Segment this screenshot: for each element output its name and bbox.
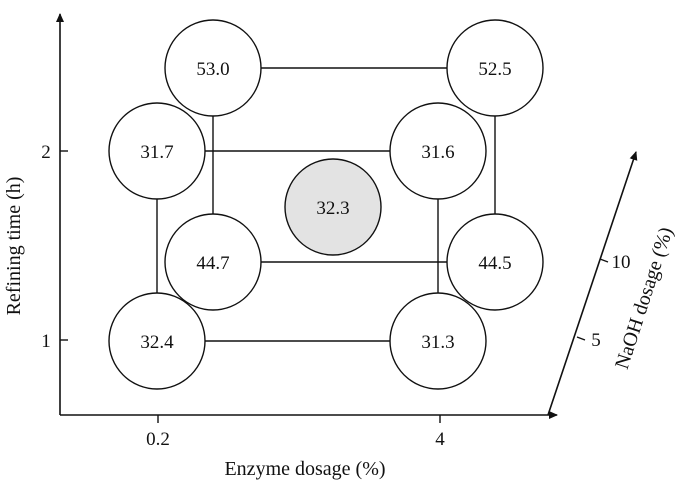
design-node: 31.6 xyxy=(389,102,487,200)
node-value: 31.3 xyxy=(421,332,454,353)
node-circle xyxy=(446,213,544,311)
node-circle xyxy=(108,292,206,390)
node-value: 44.5 xyxy=(478,253,511,274)
z-tick-mark xyxy=(576,336,586,341)
center-node-circle xyxy=(284,158,382,256)
design-node: 44.7 xyxy=(164,213,262,311)
y-tick-label: 1 xyxy=(41,331,51,352)
z-tick-label: 5 xyxy=(591,330,601,351)
design-node: 31.7 xyxy=(108,102,206,200)
z-axis-title: NaOH dosage (%) xyxy=(611,224,678,371)
design-node: 53.0 xyxy=(164,19,262,117)
x-tick-label: 4 xyxy=(435,429,445,450)
center-node-value: 32.3 xyxy=(316,198,349,219)
design-node: 32.4 xyxy=(108,292,206,390)
center-node: 32.3 xyxy=(284,158,382,256)
z-tick-mark xyxy=(599,258,609,263)
node-value: 31.7 xyxy=(140,142,173,163)
x-axis-title: Enzyme dosage (%) xyxy=(224,458,385,480)
node-circle xyxy=(389,292,487,390)
z-axis-line xyxy=(547,151,638,416)
design-node: 44.5 xyxy=(446,213,544,311)
node-value: 31.6 xyxy=(421,142,454,163)
node-circle xyxy=(446,19,544,117)
node-value: 32.4 xyxy=(140,332,174,353)
node-circle xyxy=(164,19,262,117)
node-value: 52.5 xyxy=(478,59,511,80)
design-node: 31.3 xyxy=(389,292,487,390)
node-circle xyxy=(164,213,262,311)
design-node: 52.5 xyxy=(446,19,544,117)
x-tick-label: 0.2 xyxy=(146,429,170,450)
y-tick-label: 2 xyxy=(41,142,51,163)
z-tick-label: 10 xyxy=(612,252,631,273)
node-circle xyxy=(108,102,206,200)
node-value: 53.0 xyxy=(196,59,229,80)
node-circle xyxy=(389,102,487,200)
node-value: 44.7 xyxy=(196,253,229,274)
y-axis-title: Refining time (h) xyxy=(3,177,25,316)
